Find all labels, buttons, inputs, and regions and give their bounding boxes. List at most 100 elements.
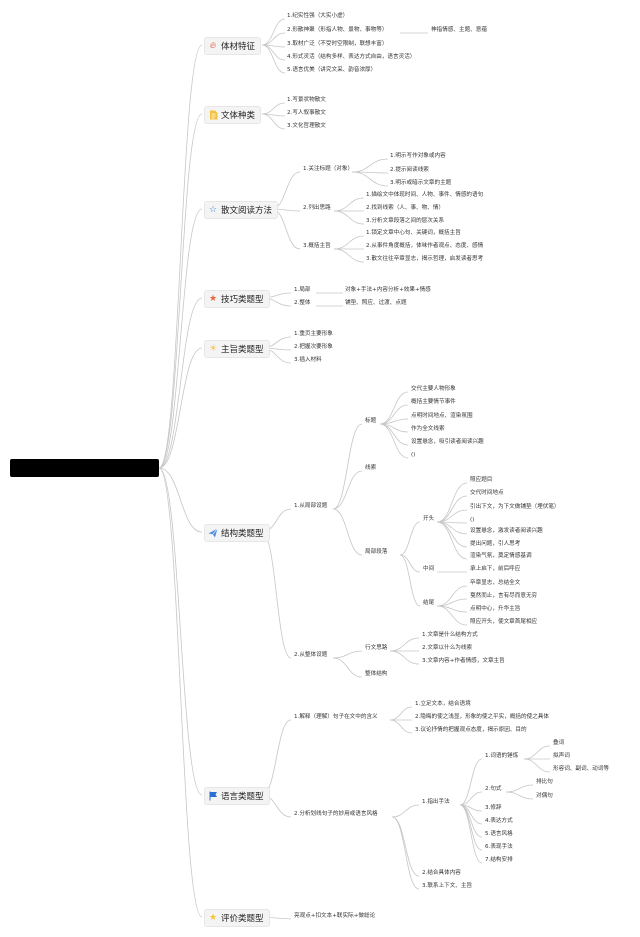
jiewei-item[interactable]: 照应开头，使文章首尾相应 [470, 619, 538, 625]
fangfa-item[interactable]: 3.明示或暗示文章的主题 [390, 180, 452, 186]
jubu-node[interactable]: 结尾 [423, 600, 435, 606]
yuyan-a-item[interactable]: 3.议论抒情的把握观点态度，揭示原因、目的 [415, 727, 527, 733]
topic-zhuzhi[interactable]: ☀ 主旨类题型 [204, 340, 270, 358]
jubu-node[interactable]: 中间 [423, 566, 435, 572]
yuyan-b-item[interactable]: 2.结合具体内容 [422, 870, 461, 876]
shen-note[interactable]: 神指情感、主题、意蕴 [431, 27, 487, 33]
ticai-item[interactable]: 2.形散神聚（形指人物、景物、事物等） [287, 27, 388, 33]
zhichu-item[interactable]: 3.修辞 [485, 805, 502, 811]
zhichu-item[interactable]: 7.结构安排 [485, 857, 513, 863]
biaoti-item[interactable]: 设置悬念，吸引读者阅读兴趣 [411, 439, 484, 445]
biaoti-item[interactable]: () [411, 452, 416, 458]
jushi-item[interactable]: 排比句 [536, 779, 553, 785]
zhichu-item[interactable]: 4.表达方式 [485, 818, 513, 824]
topic-yuyan[interactable]: 语言类题型 [204, 787, 270, 805]
zhichu-item[interactable]: 6.表现手法 [485, 844, 513, 850]
kaitou-item[interactable]: 渲染气氛，奠定情感基调 [470, 553, 532, 559]
xingwen-item[interactable]: 1.文章是什么结构方式 [422, 632, 478, 638]
root-connector [158, 347, 203, 469]
cixing-item[interactable]: 叠词 [553, 740, 565, 746]
topic-ticai[interactable]: 🔥︎ 体材特征 [204, 37, 262, 55]
jiegou-node[interactable]: 线索 [365, 465, 377, 471]
root-node-redacted[interactable] [10, 459, 159, 477]
fangfa-item[interactable]: 1.明示写作对象或内容 [390, 153, 446, 159]
yuyan-branch[interactable]: 1.解释（理解）句子在文中的含义 [294, 714, 378, 720]
jubu-node[interactable]: 开头 [423, 516, 435, 522]
zhuzhi-item[interactable]: 1.重页主要形象 [294, 331, 333, 337]
xingwen-item[interactable]: 3.文章内容+作者情感，文章主旨 [422, 658, 505, 664]
cixing-item[interactable]: 形容词、副词、动词等 [553, 766, 609, 772]
yuyan-b-item[interactable]: 3.联系上下文、主旨 [422, 883, 473, 889]
jiegou-branch[interactable]: 2.从整体设题 [294, 652, 328, 658]
jiewei-item[interactable]: 点明中心，升华主旨 [470, 606, 521, 612]
ticai-item[interactable]: 4.形式灵活（结构多样、表达方式自由，语言灵活） [287, 54, 416, 60]
connector [261, 719, 292, 796]
connector [391, 816, 420, 877]
fangfa-item[interactable]: 2.从事件角度概括，体味作者观点、态度、感情 [366, 243, 484, 249]
wenti-item[interactable]: 2.写人叙事散文 [287, 110, 326, 116]
fangfa-group[interactable]: 3.概括主旨 [303, 243, 331, 249]
jiewei-item[interactable]: 戛然而止，言有尽而意无穷 [470, 593, 538, 599]
fangfa-item[interactable]: 2.找到线索（人、事、物、情） [366, 205, 445, 211]
kaitou-item[interactable]: 设置悬念，激发读者阅读兴趣 [470, 528, 543, 534]
jiegou-node[interactable]: 局部段落 [365, 549, 388, 555]
kaitou-item[interactable]: 引出下文，为下文做铺垫（埋伏笔） [470, 504, 560, 510]
zhongjian-item[interactable]: 承上启下，前后呼应 [470, 566, 521, 572]
wenti-item[interactable]: 1.写景状物散文 [287, 97, 326, 103]
kaitou-item[interactable]: 交代时间地点 [470, 490, 504, 496]
jiqiao-detail[interactable]: 铺垫、照应、过渡、点题 [345, 300, 407, 306]
jushi-item[interactable]: 对偶句 [536, 793, 553, 799]
jiegou-branch[interactable]: 1.从局部设题 [294, 503, 328, 509]
biaoti-item[interactable]: 作为全文线索 [411, 426, 445, 432]
biaoti-item[interactable]: 点明时间地点、渲染氛围 [411, 413, 473, 419]
fangfa-group[interactable]: 1.关注标题（对象） [303, 166, 354, 172]
zhuzhi-item[interactable]: 2.把握次要形象 [294, 344, 333, 350]
zhichu-node[interactable]: 1.指出手法 [422, 799, 450, 805]
yuyan-a-item[interactable]: 1.立足文本，结合语境 [415, 701, 471, 707]
zhuzhi-item[interactable]: 3.插入材料 [294, 357, 322, 363]
ticai-item[interactable]: 1.纪实性强（大实小虚） [287, 13, 349, 19]
ticai-item[interactable]: 3.取材广泛（不受时空限制，联想丰富） [287, 41, 388, 47]
fangfa-item[interactable]: 3.散文往往卒章显志，揭示哲理，启发读者思考 [366, 256, 484, 262]
cixing-item[interactable]: 拟声词 [553, 753, 570, 759]
topic-wenti[interactable]: 文体种类 [204, 106, 262, 124]
topic-pingjia[interactable]: ★ 评价类题型 [204, 909, 270, 927]
fangfa-item[interactable]: 3.分析文章段落之间的层次关系 [366, 218, 445, 224]
fangfa-group[interactable]: 2.列出思路 [303, 205, 331, 211]
topic-fangfa[interactable]: ☆ 散文阅读方法 [204, 201, 279, 219]
xingwen-node[interactable]: 行文思路 [365, 645, 388, 651]
yuyan-a-item[interactable]: 2.隐晦的使之浅显，形象的使之平实，概括的使之具体 [415, 714, 549, 720]
flag-icon [208, 791, 218, 801]
kaitou-item[interactable]: 提出问题，引人思考 [470, 541, 521, 547]
zhichu-item[interactable]: 5.语言风格 [485, 831, 513, 837]
root-connector [158, 467, 203, 533]
kaitou-item[interactable]: 照应题目 [470, 477, 493, 483]
jiqiao-item[interactable]: 2.整体 [294, 300, 311, 306]
topic-jiqiao[interactable]: ★ 技巧类题型 [204, 290, 270, 308]
wenti-item[interactable]: 3.文化哲理散文 [287, 123, 326, 129]
jiqiao-item[interactable]: 1.局部 [294, 287, 311, 293]
pingjia-text[interactable]: 亮观点+扣文本+联实际+做総论 [294, 913, 376, 919]
yuyan-branch[interactable]: 2.分析划线句子的妙用或语言风格 [294, 811, 378, 817]
jiewei-item[interactable]: 卒章显志，总结全文 [470, 580, 521, 586]
fangfa-item[interactable]: 1.描绘文中体现时间、人物、事件、情感的语句 [366, 192, 484, 198]
connector [436, 521, 468, 548]
kaitou-item[interactable]: () [470, 517, 475, 523]
cixing-node[interactable]: 1.词语的锤炼 [485, 753, 519, 759]
connector [261, 113, 286, 130]
connector [332, 508, 363, 556]
biaoti-item[interactable]: 交代主要人物形象 [411, 386, 456, 392]
topic-label: 文体种类 [221, 111, 256, 121]
jiqiao-detail[interactable]: 对象+手法+内容分析+效果+情感 [345, 287, 431, 293]
fangfa-item[interactable]: 2.提示阅读线索 [390, 167, 429, 173]
fangfa-item[interactable]: 1.锁定文章中心句、关键词，概括主旨 [366, 230, 461, 236]
jushi-node[interactable]: 2.句式 [485, 786, 502, 792]
topic-jiegou[interactable]: 结构类题型 [204, 524, 270, 542]
topic-label: 评价类题型 [221, 914, 264, 924]
biaoti-item[interactable]: 概括主要情节事件 [411, 399, 456, 405]
connector [332, 650, 363, 659]
jiegou-node[interactable]: 标题 [365, 418, 377, 424]
ticai-item[interactable]: 5.语言优美（讲究文采、韵音浓厚） [287, 67, 377, 73]
zhengti-jiegou-node[interactable]: 整体结构 [365, 671, 388, 677]
xingwen-item[interactable]: 2.文章以什么为线索 [422, 645, 473, 651]
